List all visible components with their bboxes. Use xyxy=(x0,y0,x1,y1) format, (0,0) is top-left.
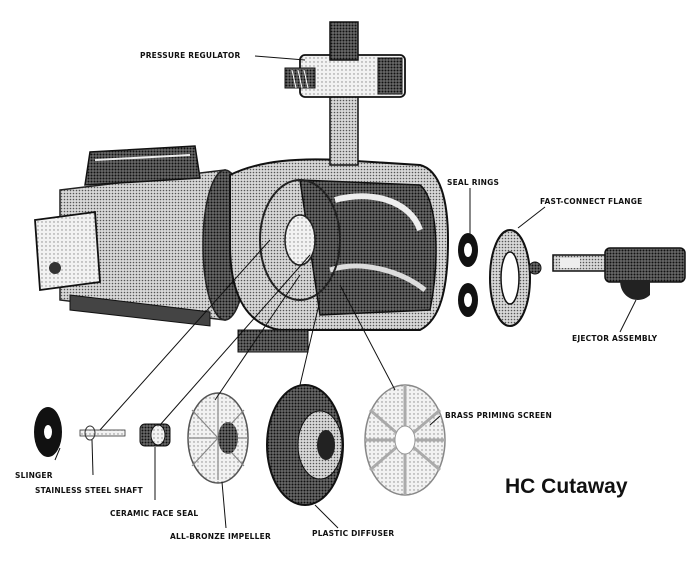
label-ejector-assembly: EJECTOR ASSEMBLY xyxy=(572,334,658,343)
stainless-steel-shaft xyxy=(79,425,126,441)
seal-rings xyxy=(458,233,478,317)
label-all-bronze-impeller: ALL-BRONZE IMPELLER xyxy=(170,532,271,541)
label-seal-rings: SEAL RINGS xyxy=(447,178,500,187)
fast-connect-flange xyxy=(489,229,542,327)
label-brass-priming-screen: BRASS PRIMING SCREEN xyxy=(445,411,552,420)
diagram-title: HC Cutaway xyxy=(505,475,628,498)
label-fast-connect-flange: FAST-CONNECT FLANGE xyxy=(540,197,643,206)
all-bronze-impeller xyxy=(187,392,249,484)
label-pressure-regulator: PRESSURE REGULATOR xyxy=(140,51,241,60)
label-plastic-diffuser: PLASTIC DIFFUSER xyxy=(312,529,395,538)
motor xyxy=(34,145,248,327)
slinger xyxy=(34,407,62,457)
brass-priming-screen xyxy=(364,384,446,496)
ceramic-face-seal xyxy=(139,423,171,447)
ejector-assembly xyxy=(552,247,686,300)
leader-lines xyxy=(54,55,637,529)
label-ceramic-face-seal: CERAMIC FACE SEAL xyxy=(110,509,199,518)
plastic-diffuser xyxy=(266,384,344,506)
pump-housing xyxy=(229,158,450,353)
pressure-regulator-assembly xyxy=(284,21,406,166)
label-slinger: SLINGER xyxy=(15,471,53,480)
label-stainless-steel-shaft: STAINLESS STEEL SHAFT xyxy=(35,486,143,495)
